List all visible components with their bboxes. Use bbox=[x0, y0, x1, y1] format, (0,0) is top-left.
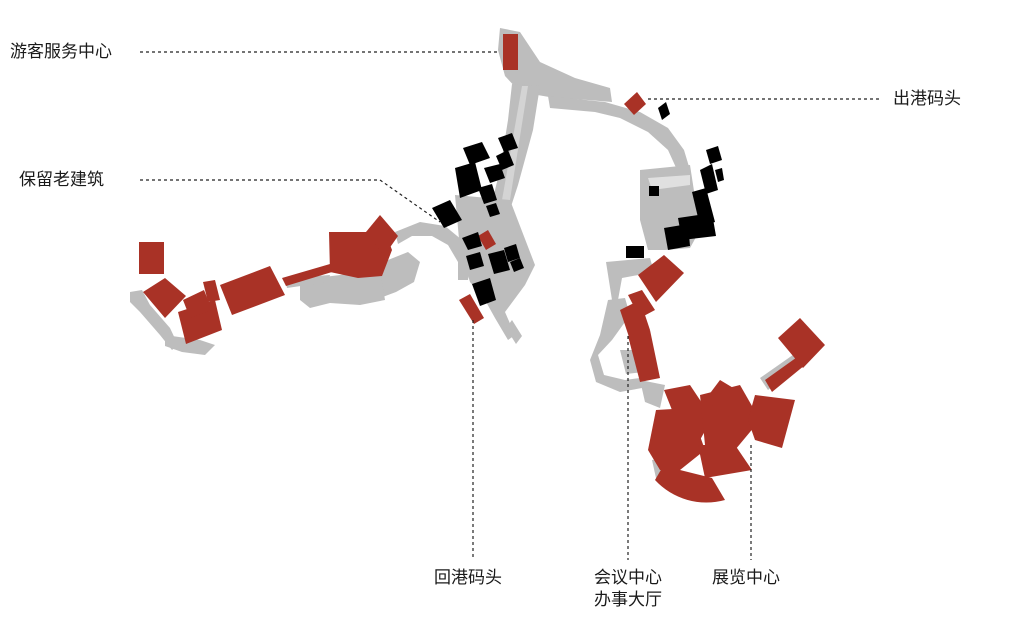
leader-old-buildings bbox=[140, 179, 441, 223]
building-west-c bbox=[220, 266, 285, 315]
building-conference-b bbox=[628, 290, 655, 318]
label-visitor-center: 游客服务中心 bbox=[10, 42, 112, 62]
new-buildings bbox=[139, 34, 825, 503]
label-old-buildings: 保留老建筑 bbox=[19, 170, 104, 190]
building-exhibition-d bbox=[705, 380, 745, 418]
label-conference-center: 会议中心 办事大厅 bbox=[587, 567, 669, 611]
building-conference-d bbox=[628, 330, 660, 382]
building-return-pier bbox=[459, 294, 484, 324]
building-conference-a bbox=[638, 255, 684, 302]
building-west-bridge bbox=[282, 264, 332, 286]
building-west-d bbox=[203, 280, 220, 302]
building-exhibition-link bbox=[765, 355, 805, 392]
old-buildings bbox=[432, 102, 724, 306]
building-exhibition-g bbox=[778, 318, 825, 368]
building-west-e bbox=[139, 242, 164, 274]
label-return-pier: 回港码头 bbox=[434, 568, 502, 588]
building-exhibition-f bbox=[698, 445, 752, 478]
building-west-h bbox=[183, 290, 212, 318]
label-conference-line1: 会议中心 bbox=[594, 568, 662, 588]
building-exhibition-b bbox=[664, 385, 712, 440]
building-exhibition-dome bbox=[655, 468, 725, 503]
label-conference-line2: 办事大厅 bbox=[594, 590, 662, 610]
building-west-f bbox=[143, 278, 186, 318]
building-visitor-center bbox=[503, 34, 518, 70]
building-conference-c bbox=[620, 300, 650, 340]
label-departure-pier: 出港码头 bbox=[893, 89, 961, 109]
building-departure-pier bbox=[624, 92, 646, 115]
leader-lines bbox=[140, 51, 880, 560]
building-exhibition-e bbox=[748, 395, 795, 448]
building-west-b bbox=[366, 215, 398, 256]
building-small-red bbox=[478, 230, 496, 250]
label-exhibition-center: 展览中心 bbox=[712, 568, 780, 588]
